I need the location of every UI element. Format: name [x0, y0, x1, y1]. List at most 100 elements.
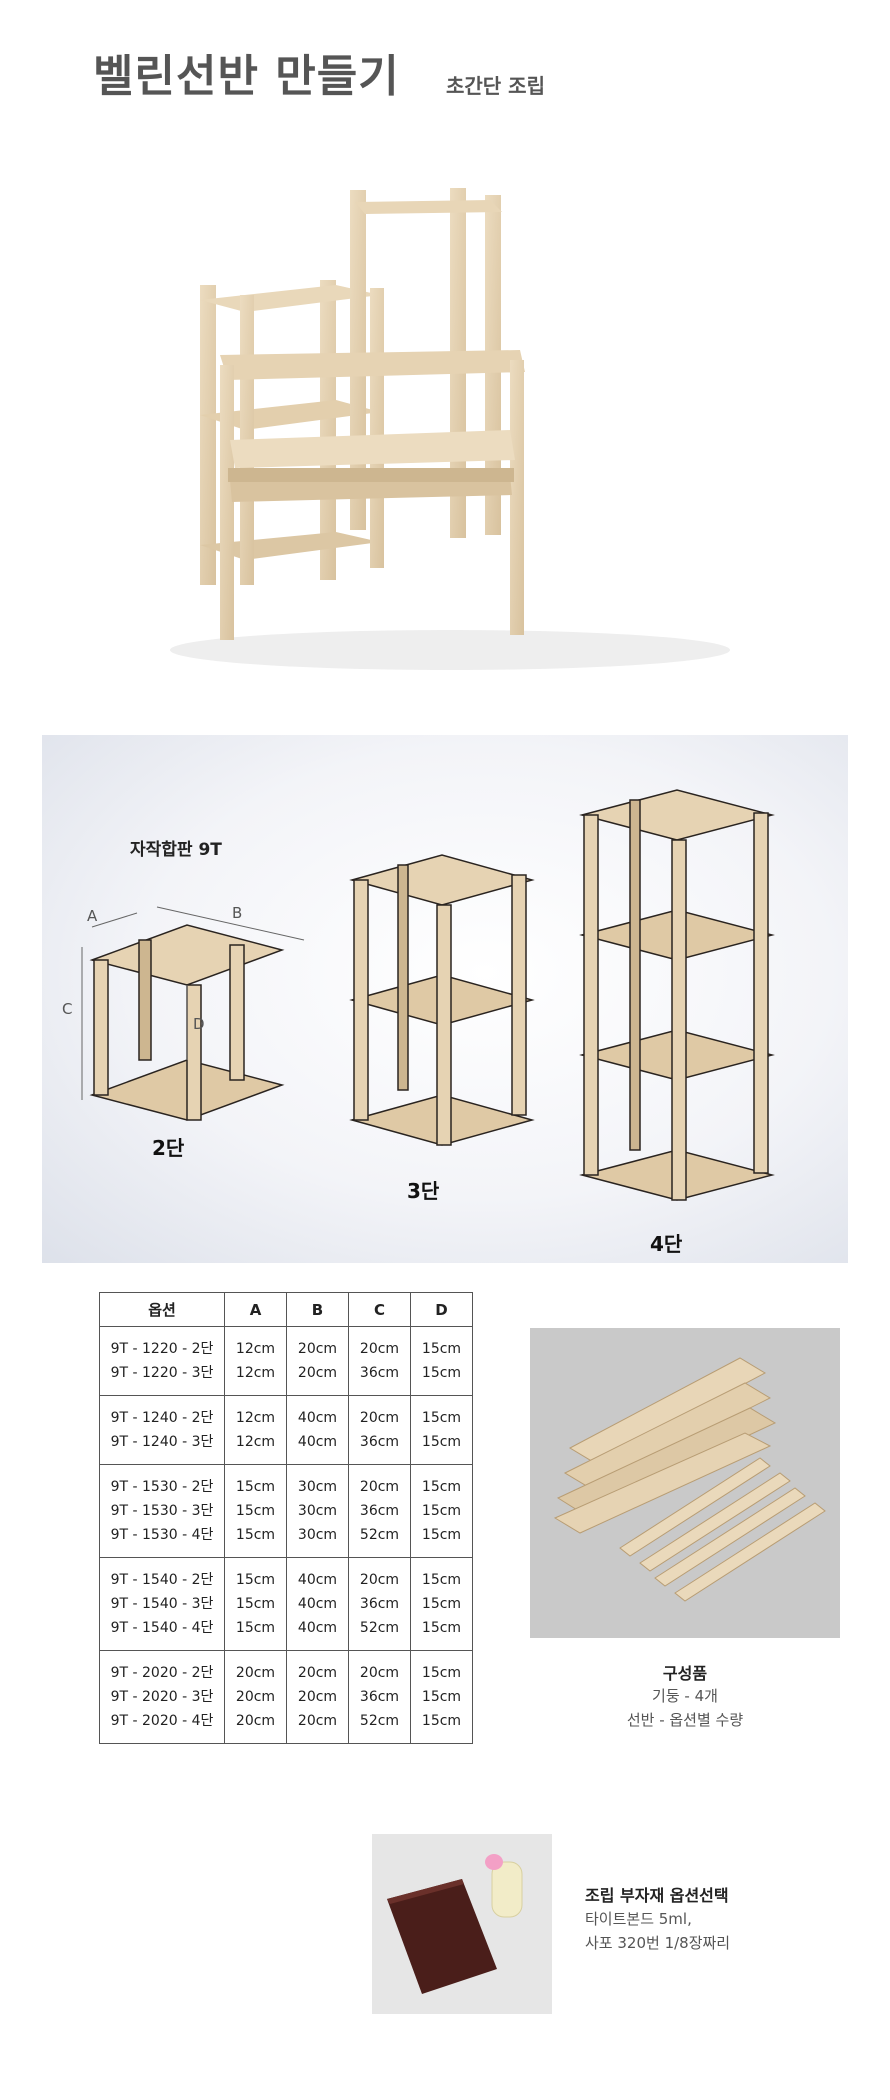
accessories-line-glue: 타이트본드 5ml, [585, 1910, 692, 1928]
spec-cell-line: 15cm [421, 1713, 462, 1729]
spec-cell-line: 15cm [421, 1341, 462, 1357]
spec-cell-line: 15cm [421, 1665, 462, 1681]
spec-cell-line: 20cm [297, 1713, 338, 1729]
spec-cell-line: 20cm [297, 1341, 338, 1357]
spec-cell-value: 20cm 36cm 52cm [348, 1650, 411, 1744]
accessories-photo [372, 1834, 552, 2014]
spec-cell-line: 20cm [359, 1341, 400, 1357]
spec-cell-line: 15cm [235, 1572, 276, 1588]
spec-group-row: 9T - 1240 - 2단 9T - 1240 - 3단 12cm 12cm 40cm… [99, 1395, 473, 1465]
col-d: D [410, 1292, 473, 1327]
product-photo [170, 188, 730, 670]
components-line-shelves: 선반 - 옵션별 수량 [626, 1711, 744, 1729]
spec-cell-line: 9T - 1240 - 2단 [110, 1410, 214, 1426]
spec-cell-line: 15cm [421, 1410, 462, 1426]
spec-cell-line: 40cm [297, 1410, 338, 1426]
spec-cell-line: 40cm [297, 1596, 338, 1612]
spec-cell-value: 20cm 20cm 20cm [224, 1650, 287, 1744]
shelf-3-tier [349, 854, 535, 1146]
spec-cell-value: 15cm 15cm 15cm [224, 1464, 287, 1558]
spec-cell-line: 52cm [359, 1713, 400, 1729]
spec-cell-line: 9T - 1540 - 3단 [110, 1596, 214, 1612]
spec-cell-line: 36cm [359, 1596, 400, 1612]
shelf-diagram [81, 789, 775, 1201]
spec-cell-line: 15cm [235, 1620, 276, 1636]
spec-cell-line: 15cm [421, 1689, 462, 1705]
spec-cell-line: 12cm [235, 1341, 276, 1357]
spec-cell-line: 20cm [235, 1689, 276, 1705]
spec-cell-line: 9T - 1530 - 4단 [110, 1527, 214, 1543]
spec-cell-value: 30cm 30cm 30cm [286, 1464, 349, 1558]
spec-cell-line: 9T - 1540 - 2단 [110, 1572, 214, 1588]
dim-label-c: C [62, 1000, 73, 1018]
spec-cell-line: 20cm [359, 1410, 400, 1426]
spec-cell-line: 9T - 2020 - 3단 [110, 1689, 214, 1705]
spec-cell-line: 30cm [297, 1527, 338, 1543]
components-photo [530, 1328, 840, 1638]
components-title: 구성품 [662, 1664, 708, 1683]
spec-cell-line: 15cm [235, 1527, 276, 1543]
dimension-guides [81, 906, 305, 1100]
spec-cell-line: 15cm [421, 1503, 462, 1519]
spec-cell-line: 15cm [235, 1503, 276, 1519]
spec-cell-line: 9T - 1240 - 3단 [110, 1434, 214, 1450]
spec-cell-line: 30cm [297, 1503, 338, 1519]
shelf-2-tier [89, 924, 285, 1121]
spec-cell-line: 36cm [359, 1689, 400, 1705]
spec-cell-line: 9T - 1530 - 3단 [110, 1503, 214, 1519]
spec-cell-option: 9T - 1220 - 2단 9T - 1220 - 3단 [99, 1326, 225, 1396]
spec-cell-value: 20cm 36cm 52cm [348, 1464, 411, 1558]
dim-label-a: A [87, 907, 98, 925]
components-line-posts: 기둥 - 4개 [652, 1687, 718, 1705]
spec-cell-line: 30cm [297, 1479, 338, 1495]
spec-cell-value: 20cm 36cm [348, 1326, 411, 1396]
spec-cell-value: 12cm 12cm [224, 1395, 287, 1465]
spec-cell-value: 20cm 20cm [286, 1326, 349, 1396]
dim-label-d: D [193, 1015, 205, 1033]
spec-cell-line: 15cm [421, 1596, 462, 1612]
spec-cell-line: 52cm [359, 1527, 400, 1543]
spec-cell-line: 12cm [235, 1365, 276, 1381]
spec-cell-line: 20cm [359, 1665, 400, 1681]
spec-cell-line: 20cm [235, 1713, 276, 1729]
col-option: 옵션 [99, 1292, 225, 1327]
accessories-title: 조립 부자재 옵션선택 [585, 1886, 729, 1905]
spec-cell-line: 20cm [235, 1665, 276, 1681]
spec-cell-line: 20cm [297, 1365, 338, 1381]
spec-cell-line: 20cm [359, 1572, 400, 1588]
dim-label-b: B [232, 904, 243, 922]
spec-cell-line: 15cm [421, 1479, 462, 1495]
spec-cell-value: 12cm 12cm [224, 1326, 287, 1396]
spec-cell-line: 36cm [359, 1365, 400, 1381]
spec-cell-line: 20cm [359, 1479, 400, 1495]
shelf-photo-front [220, 350, 525, 640]
spec-cell-line: 9T - 1220 - 2단 [110, 1341, 214, 1357]
spec-cell-line: 36cm [359, 1503, 400, 1519]
tier-label-2: 2단 [152, 1136, 185, 1160]
spec-cell-line: 9T - 1220 - 3단 [110, 1365, 214, 1381]
spec-cell-line: 20cm [297, 1689, 338, 1705]
col-b: B [286, 1292, 349, 1327]
spec-cell-line: 15cm [421, 1527, 462, 1543]
spec-cell-line: 15cm [235, 1479, 276, 1495]
spec-cell-line: 12cm [235, 1434, 276, 1450]
spec-cell-line: 15cm [235, 1596, 276, 1612]
spec-cell-line: 20cm [297, 1665, 338, 1681]
spec-cell-line: 15cm [421, 1572, 462, 1588]
accessories-line-sandpaper: 사포 320번 1/8장짜리 [585, 1934, 731, 1952]
spec-cell-value: 20cm 20cm 20cm [286, 1650, 349, 1744]
spec-cell-line: 15cm [421, 1434, 462, 1450]
spec-cell-line: 12cm [235, 1410, 276, 1426]
spec-cell-value: 15cm 15cm 15cm [410, 1464, 473, 1558]
